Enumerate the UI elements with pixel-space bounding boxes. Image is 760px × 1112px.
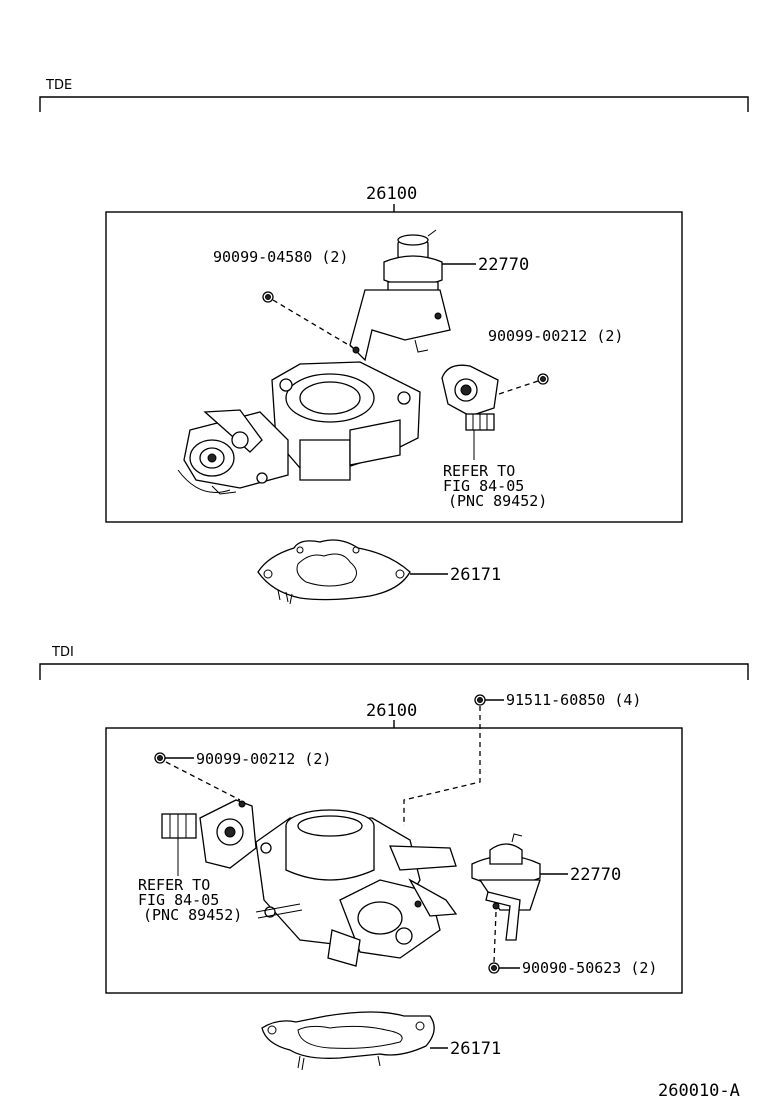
tde-refer-line1: REFER TO [443,462,515,480]
tdi-bottom-bolt-dashed-leader [493,911,497,963]
tdi-throttle-sensor-drawing [161,799,257,876]
tde-refer-line2: FIG 84-05 [443,477,524,495]
tde-bolt-dashed-leader [272,299,353,348]
tde-valve-label: 22770 [478,255,529,275]
tde-assembly-frame [105,211,683,523]
tde-screw-label: 90099-00212 (2) [488,327,623,345]
tdi-top-bolt-icon [474,694,486,706]
tde-throttle-body-drawing [177,361,421,495]
tde-refer-line3: (PNC 89452) [448,492,547,510]
tde-screw-icon [537,373,549,385]
tdi-screw-dashed-leader [165,761,241,801]
tde-section-label: TDE [45,78,72,93]
tde-vacuum-valve-drawing [349,229,451,362]
tdi-assembly-number: 26100 [366,701,417,721]
tde-section: TDE 26100 90099-04580 (2) 22770 90099-00… [39,78,749,605]
tdi-section: TDI 26100 91511-60850 (4) 90099-00212 (2… [39,645,749,1071]
tdi-throttle-body-drawing [255,809,458,967]
tde-bolt-icon [262,291,274,303]
tde-section-bracket [39,96,749,112]
tdi-bottom-bolt-label: 90090-50623 (2) [522,959,657,977]
tdi-screw-label: 90099-00212 (2) [196,750,331,768]
tdi-vacuum-valve-drawing [471,833,541,941]
tdi-gasket-label: 26171 [450,1039,501,1059]
tdi-section-label: TDI [51,645,74,660]
tdi-section-bracket [39,663,749,680]
tdi-gasket-drawing [261,1011,435,1071]
figure-id: 260010-A [658,1081,740,1101]
tdi-refer-line3: (PNC 89452) [143,906,242,924]
tdi-refer-line1: REFER TO [138,876,210,894]
tdi-valve-label: 22770 [570,865,621,885]
tde-bolt-label: 90099-04580 (2) [213,248,348,266]
tdi-screw-icon [154,752,166,764]
tde-throttle-sensor-drawing [441,364,499,460]
tde-gasket-label: 26171 [450,565,501,585]
tdi-assembly-frame [105,727,683,994]
tdi-refer-line2: FIG 84-05 [138,891,219,909]
tdi-top-bolt-dashed-leader [403,706,481,826]
tdi-bottom-bolt-icon [488,962,500,974]
tdi-top-bolt-label: 91511-60850 (4) [506,691,641,709]
tde-gasket-drawing [257,539,411,605]
tde-assembly-number: 26100 [366,184,417,204]
